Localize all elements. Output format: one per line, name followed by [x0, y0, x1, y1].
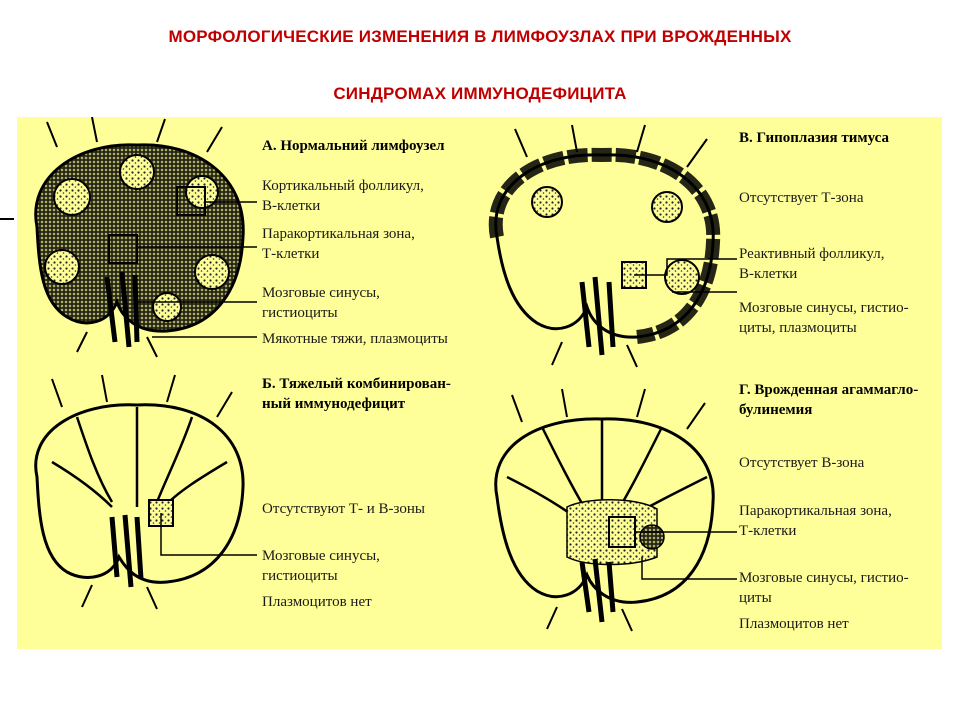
node-d-label-5: циты: [739, 590, 772, 606]
node-d-label-6: Плазмоцитов нет: [739, 616, 849, 632]
node-c-label-2: Реактивный фолликул,: [739, 246, 885, 262]
title-line-1: МОРФОЛОГИЧЕСКИЕ ИЗМЕНЕНИЯ В ЛИМФОУЗЛАХ П…: [168, 27, 792, 46]
diagram-panel: А. Нормальний лимфоузел Кортикальный фол…: [17, 117, 942, 649]
node-d-label-3: Т-клетки: [739, 523, 797, 539]
node-d-label-1: Отсутствует В-зона: [739, 455, 865, 471]
node-d-drawing: [494, 388, 715, 632]
node-a-label-3: Паракортикальная зона,: [262, 226, 415, 242]
lymph-node-drawings: [34, 117, 737, 632]
node-d-label-2: Паракортикальная зона,: [739, 503, 892, 519]
node-d-heading-1: Г. Врожденная агаммагло-: [739, 382, 919, 398]
node-b-label-4: Плазмоцитов нет: [262, 594, 372, 610]
node-a-drawing: [34, 117, 245, 358]
node-c-label-5: циты, плазмоциты: [739, 320, 857, 336]
node-a-heading: А. Нормальний лимфоузел: [262, 138, 445, 154]
node-a-label-4: Т-клетки: [262, 246, 320, 262]
node-b-heading-2: ный иммунодефицит: [262, 396, 406, 412]
node-c-label-1: Отсутствует Т-зона: [739, 190, 864, 206]
node-d-label-4: Мозговые синусы, гистио-: [739, 570, 909, 586]
node-c-drawing: [488, 124, 721, 368]
node-c-label-4: Мозговые синусы, гистио-: [739, 300, 909, 316]
edge-mark: [0, 218, 14, 220]
node-b-heading-1: Б. Тяжелый комбинирован-: [262, 376, 451, 392]
node-b-drawing: [34, 374, 245, 610]
leader-lines: [135, 201, 737, 580]
title-line-2: СИНДРОМАХ ИММУНОДЕФИЦИТА: [333, 84, 627, 103]
node-b-label-2: Мозговые синусы,: [262, 548, 380, 564]
node-a-label-6: гистиоциты: [262, 305, 338, 321]
node-b-label-1: Отсутствуют Т- и В-зоны: [262, 501, 425, 517]
node-d-heading-2: булинемия: [739, 402, 813, 418]
node-c-heading: В. Гипоплазия тимуса: [739, 130, 889, 146]
node-a-label-1: Кортикальный фолликул,: [262, 178, 424, 194]
node-a-label-7: Мякотные тяжи, плазмоциты: [262, 331, 448, 347]
node-a-label-5: Мозговые синусы,: [262, 285, 380, 301]
node-c-label-3: В-клетки: [739, 266, 798, 282]
node-b-label-3: гистиоциты: [262, 568, 338, 584]
node-a-label-2: В-клетки: [262, 198, 321, 214]
